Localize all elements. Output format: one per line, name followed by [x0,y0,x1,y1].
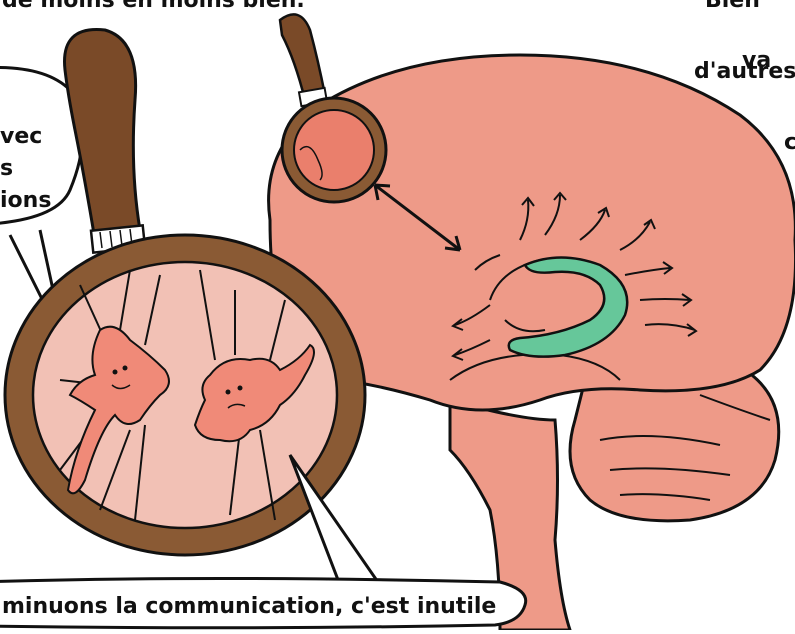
caption-top-right-3: d'autres [694,59,795,84]
bubble-bottom-text: minuons la communication, c'est inutile [2,594,496,619]
bubble-left-line-2: s [0,156,13,181]
caption-top-left: de moins en moins bien. [2,0,305,13]
bubble-left-line-3: ions [0,188,51,213]
small-magnifier-handle [280,14,325,100]
big-magnifier-handle [65,30,141,241]
caption-top-right-4: c [784,130,795,155]
bubble-left-line-1: vec [0,124,42,149]
small-magnifier-lens [294,110,374,190]
caption-top-right-1: Bien [705,0,760,13]
